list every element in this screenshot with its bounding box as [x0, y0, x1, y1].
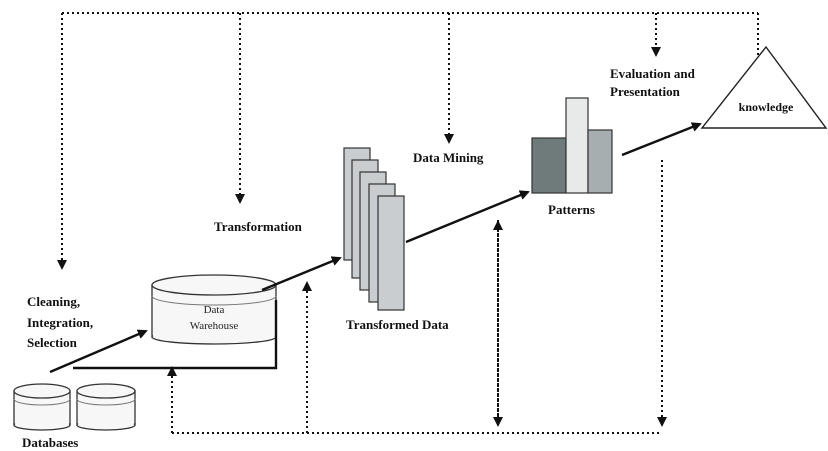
evaluation-label-line1: Evaluation and — [610, 66, 696, 81]
data-warehouse-label-line2: Warehouse — [190, 320, 239, 332]
bottom-feedback-line — [167, 160, 667, 434]
cleaning-label: Cleaning, — [27, 294, 80, 309]
databases-to-warehouse-arrow — [49, 329, 148, 374]
data-warehouse-label-line1: Data — [204, 304, 225, 316]
patterns-icon — [531, 97, 613, 194]
top-feedback-line — [57, 12, 759, 270]
transformed-data-icon — [343, 147, 405, 311]
data-mining-label: Data Mining — [413, 150, 484, 165]
pattern-bar-1 — [531, 137, 567, 194]
database-cylinder-2 — [76, 383, 136, 431]
warehouse-bypass-line — [73, 300, 278, 370]
transformed-data-label: Transformed Data — [346, 317, 449, 332]
to-knowledge-arrow — [621, 122, 702, 157]
knowledge-label: knowledge — [739, 100, 794, 114]
database-cylinder-1 — [13, 383, 71, 431]
selection-label: Selection — [27, 335, 78, 350]
transformation-label: Transformation — [214, 219, 303, 234]
pattern-bar-3 — [587, 129, 613, 194]
to-patterns-arrow — [405, 190, 530, 244]
knowledge-triangle — [700, 45, 828, 129]
integration-label: Integration, — [27, 315, 93, 330]
patterns-label: Patterns — [548, 202, 595, 217]
evaluation-label-line2: Presentation — [610, 84, 681, 99]
pattern-bar-2 — [565, 97, 589, 194]
data-warehouse-icon — [151, 274, 277, 345]
to-transformed-data-arrow — [261, 256, 342, 292]
databases-label: Databases — [22, 435, 78, 450]
databases-icon — [13, 383, 136, 431]
